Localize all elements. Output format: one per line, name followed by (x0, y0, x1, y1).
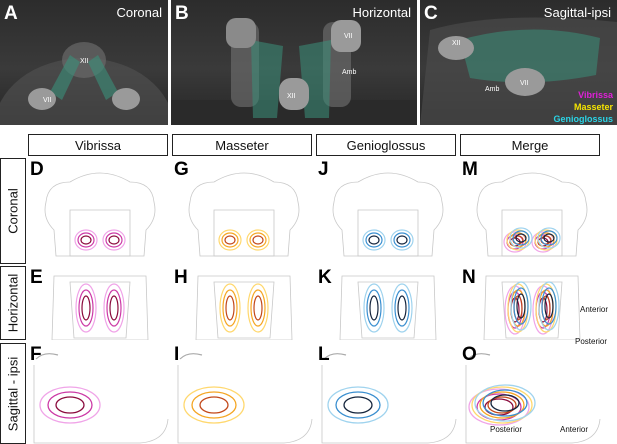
contour-panel: F (30, 345, 170, 444)
coronal-render-title: Coronal (116, 5, 162, 20)
column-header-vibrissa: Vibrissa (28, 134, 168, 156)
horizontal-render-panel: B Horizontal VII Amb XII (171, 0, 417, 125)
amb-label: Amb (342, 69, 357, 76)
contour-plot (188, 172, 300, 257)
contour-plot (44, 172, 156, 257)
contour-plot (51, 275, 149, 340)
panel-letter: M (462, 159, 478, 180)
row-label-coronal: Coronal (0, 158, 26, 264)
panel-letter: E (30, 267, 43, 288)
legend-genioglossus: Genioglossus (553, 114, 613, 124)
row-label-sagittal: Sagittal - ipsi (0, 343, 26, 444)
sagittal-render-title: Sagittal-ipsi (543, 5, 611, 20)
contour-panel: K (318, 268, 458, 340)
vii-label: VII (43, 97, 52, 104)
contour-plot (465, 353, 601, 444)
contour-plot (321, 353, 457, 444)
contour-plot (339, 275, 437, 340)
contour-panel: O (462, 345, 602, 444)
panel-letter: I (174, 344, 180, 365)
contour-panel: H (174, 268, 314, 340)
panel-letter: H (174, 267, 188, 288)
coronal-render (0, 42, 168, 125)
posterior-label: Posterior (575, 337, 608, 346)
contour-panel: G (174, 160, 314, 264)
contour-plot (195, 275, 293, 340)
contour-plot (332, 172, 444, 257)
contour-plot (476, 172, 588, 257)
horizontal-render-title: Horizontal (352, 5, 411, 20)
panel-letter-b: B (175, 3, 189, 24)
contour-panel: L (318, 345, 458, 444)
panel-letter: K (318, 267, 332, 288)
panel-letter: J (318, 159, 329, 180)
column-header-merge: Merge (460, 134, 600, 156)
posterior-axis-label: Posterior (490, 425, 523, 434)
row-label-horizontal: Horizontal (0, 266, 26, 340)
contour-panel: E (30, 268, 170, 340)
coronal-render-panel: A Coronal XII VII (0, 0, 168, 125)
panel-letter-a: A (4, 3, 18, 24)
contour-plot (177, 353, 313, 444)
contour-plot (33, 353, 169, 444)
contour-panel: I (174, 345, 314, 444)
vii-label: VII (520, 80, 529, 87)
contour-panel: M (462, 160, 602, 264)
anterior-axis-label: Anterior (560, 425, 589, 434)
horizontal-render (171, 18, 417, 125)
vii-label: VII (344, 33, 353, 40)
panel-letter: F (30, 344, 42, 365)
xii-label: XII (452, 40, 461, 47)
contour-panel: J (318, 160, 458, 264)
column-header-genioglossus: Genioglossus (316, 134, 456, 156)
contour-panel: N (462, 268, 602, 340)
panel-letter: G (174, 159, 189, 180)
panel-letter: D (30, 159, 44, 180)
xii-label: XII (80, 58, 89, 65)
anterior-label: Anterior (580, 305, 609, 314)
legend-vibrissa: Vibrissa (578, 90, 613, 100)
panel-letter: L (318, 344, 330, 365)
sagittal-render (420, 17, 617, 125)
contour-panel: D (30, 160, 170, 264)
legend-masseter: Masseter (573, 102, 613, 112)
panel-letter: N (462, 267, 476, 288)
amb-label: Amb (485, 86, 500, 93)
xii-label: XII (287, 93, 296, 100)
contour-plot (483, 275, 581, 340)
sagittal-render-panel: C Sagittal-ipsi XII Amb VII Vibrissa Mas… (420, 0, 617, 125)
panel-letter-c: C (424, 3, 438, 24)
panel-letter: O (462, 344, 477, 365)
column-header-masseter: Masseter (172, 134, 312, 156)
